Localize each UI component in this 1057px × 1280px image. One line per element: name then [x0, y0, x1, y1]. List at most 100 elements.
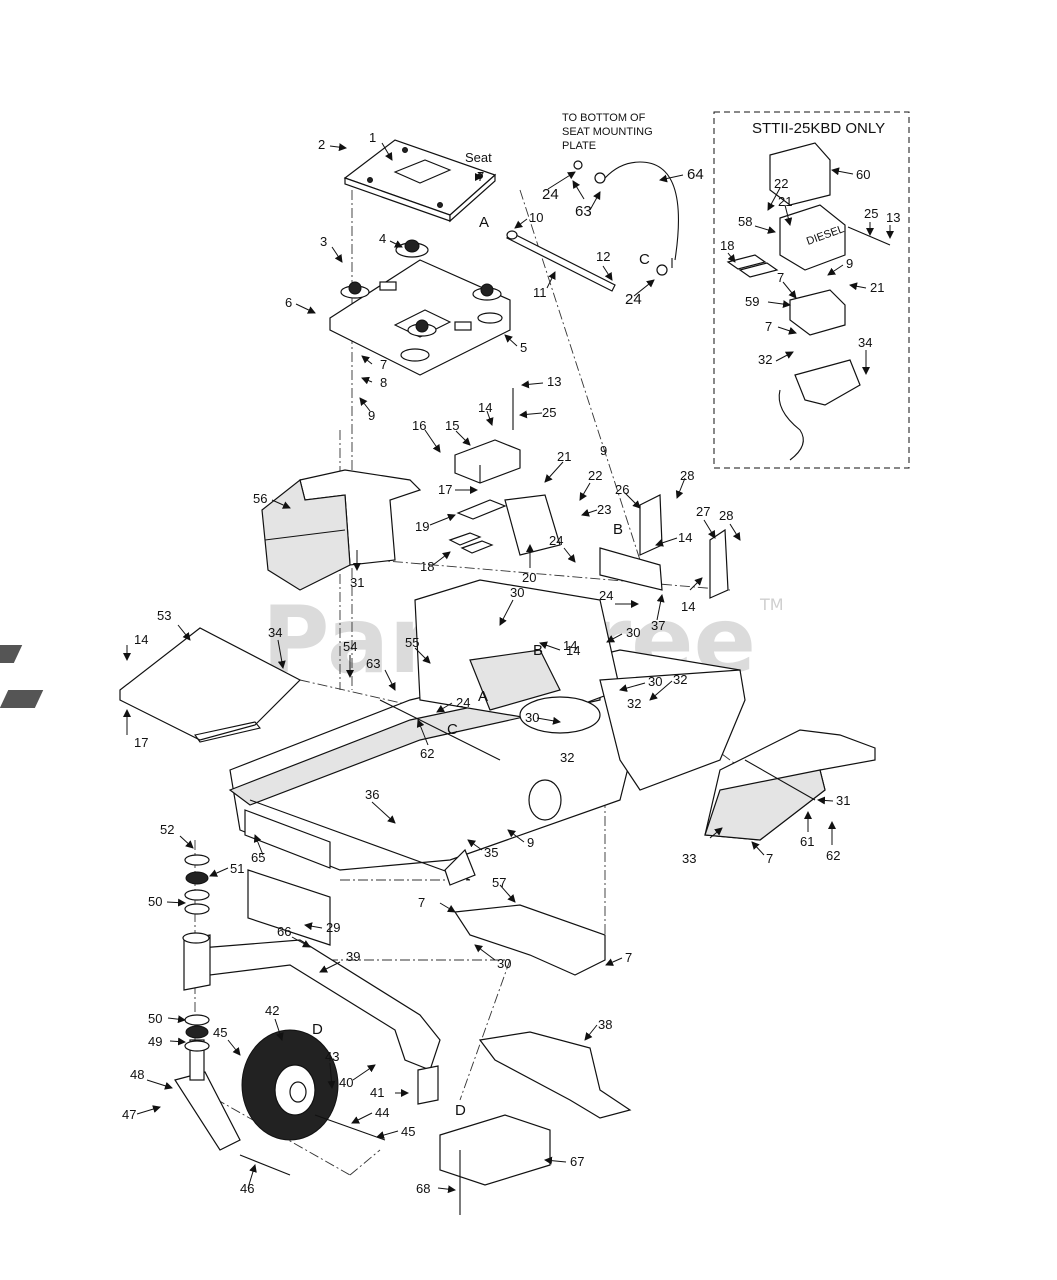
svg-text:7: 7	[765, 319, 772, 334]
svg-text:62: 62	[420, 746, 434, 761]
svg-text:21: 21	[778, 194, 792, 209]
svg-text:30: 30	[648, 674, 662, 689]
svg-text:22: 22	[774, 176, 788, 191]
axle-bolt-44	[314, 1114, 386, 1141]
seat-label: Seat	[465, 150, 492, 165]
svg-text:61: 61	[800, 834, 814, 849]
svg-text:36: 36	[365, 787, 379, 802]
svg-text:21: 21	[870, 280, 884, 295]
svg-text:26: 26	[615, 482, 629, 497]
svg-text:12: 12	[596, 249, 610, 264]
plate-67	[439, 1114, 551, 1186]
svg-text:58: 58	[738, 214, 752, 229]
svg-text:24: 24	[456, 695, 470, 710]
svg-text:37: 37	[651, 618, 665, 633]
svg-text:9: 9	[600, 443, 607, 458]
svg-text:27: 27	[696, 504, 710, 519]
right-fender	[704, 729, 876, 841]
svg-text:54: 54	[343, 639, 357, 654]
svg-text:4: 4	[379, 231, 386, 246]
inset-callout-numbers: 60 22 21 25 13 58 18 9 7 21 59 7 34 32	[720, 167, 900, 367]
bolt-46	[239, 1154, 291, 1176]
svg-text:PLATE: PLATE	[562, 140, 596, 152]
svg-text:47: 47	[122, 1107, 136, 1122]
svg-text:13: 13	[886, 210, 900, 225]
svg-text:46: 46	[240, 1181, 254, 1196]
main-frame	[228, 579, 746, 886]
inset-box: STTII-25KBD ONLY DIESEL	[713, 111, 910, 469]
svg-text:29: 29	[326, 920, 340, 935]
svg-text:9: 9	[846, 256, 853, 271]
svg-text:49: 49	[148, 1034, 162, 1049]
svg-text:14: 14	[134, 632, 148, 647]
svg-text:C: C	[447, 721, 458, 738]
floor-plate-57	[453, 904, 606, 976]
svg-text:48: 48	[130, 1067, 144, 1082]
svg-text:10: 10	[529, 210, 543, 225]
svg-text:14: 14	[678, 530, 692, 545]
svg-text:32: 32	[758, 352, 772, 367]
svg-text:30: 30	[510, 585, 524, 600]
svg-text:16: 16	[412, 418, 426, 433]
svg-text:43: 43	[325, 1049, 339, 1064]
svg-text:51: 51	[230, 861, 244, 876]
svg-text:17: 17	[438, 482, 452, 497]
svg-text:9: 9	[368, 408, 375, 423]
svg-text:2: 2	[318, 137, 325, 152]
svg-text:11: 11	[533, 285, 547, 300]
footrest	[0, 627, 302, 743]
seat-plate-note: TO BOTTOM OF SEAT MOUNTING PLATE	[562, 112, 653, 152]
svg-text:D: D	[312, 1021, 323, 1038]
svg-text:14: 14	[681, 599, 695, 614]
svg-text:B: B	[533, 642, 543, 659]
svg-text:9: 9	[527, 835, 534, 850]
svg-text:28: 28	[719, 508, 733, 523]
svg-text:14: 14	[478, 400, 492, 415]
seat-latch	[448, 388, 561, 556]
svg-text:32: 32	[627, 696, 641, 711]
seat-mount-plate	[329, 259, 511, 376]
svg-text:7: 7	[766, 851, 773, 866]
svg-text:SEAT MOUNTING: SEAT MOUNTING	[562, 126, 653, 138]
svg-text:7: 7	[625, 950, 632, 965]
svg-text:13: 13	[547, 374, 561, 389]
svg-text:7: 7	[477, 169, 484, 184]
svg-text:64: 64	[687, 166, 704, 183]
leader-arrows	[123, 142, 836, 1194]
svg-text:32: 32	[560, 750, 574, 765]
svg-text:24: 24	[625, 291, 642, 308]
seat-plate	[343, 139, 497, 223]
svg-text:24: 24	[599, 588, 613, 603]
svg-text:TO BOTTOM OF: TO BOTTOM OF	[562, 112, 646, 124]
svg-text:25: 25	[864, 206, 878, 221]
svg-text:1: 1	[369, 130, 376, 145]
svg-text:62: 62	[826, 848, 840, 863]
svg-text:40: 40	[339, 1075, 353, 1090]
svg-text:63: 63	[366, 656, 380, 671]
svg-text:C: C	[639, 251, 650, 268]
svg-text:34: 34	[858, 335, 872, 350]
svg-text:14: 14	[563, 638, 577, 653]
svg-text:67: 67	[570, 1154, 584, 1169]
inset-title: STTII-25KBD ONLY	[752, 120, 885, 137]
svg-text:28: 28	[680, 468, 694, 483]
left-fender	[261, 469, 422, 591]
svg-text:45: 45	[401, 1124, 415, 1139]
svg-text:24: 24	[549, 533, 563, 548]
svg-text:30: 30	[525, 710, 539, 725]
svg-text:60: 60	[856, 167, 870, 182]
seat-switch-cable	[506, 160, 679, 292]
svg-text:3: 3	[320, 234, 327, 249]
svg-text:24: 24	[542, 186, 559, 203]
svg-text:63: 63	[575, 203, 592, 220]
svg-text:50: 50	[148, 1011, 162, 1026]
svg-text:31: 31	[836, 793, 850, 808]
svg-text:38: 38	[598, 1017, 612, 1032]
svg-text:31: 31	[350, 575, 364, 590]
svg-text:B: B	[613, 521, 623, 538]
svg-text:53: 53	[157, 608, 171, 623]
svg-text:57: 57	[492, 875, 506, 890]
svg-text:55: 55	[405, 635, 419, 650]
isolator-mounts	[340, 239, 502, 337]
